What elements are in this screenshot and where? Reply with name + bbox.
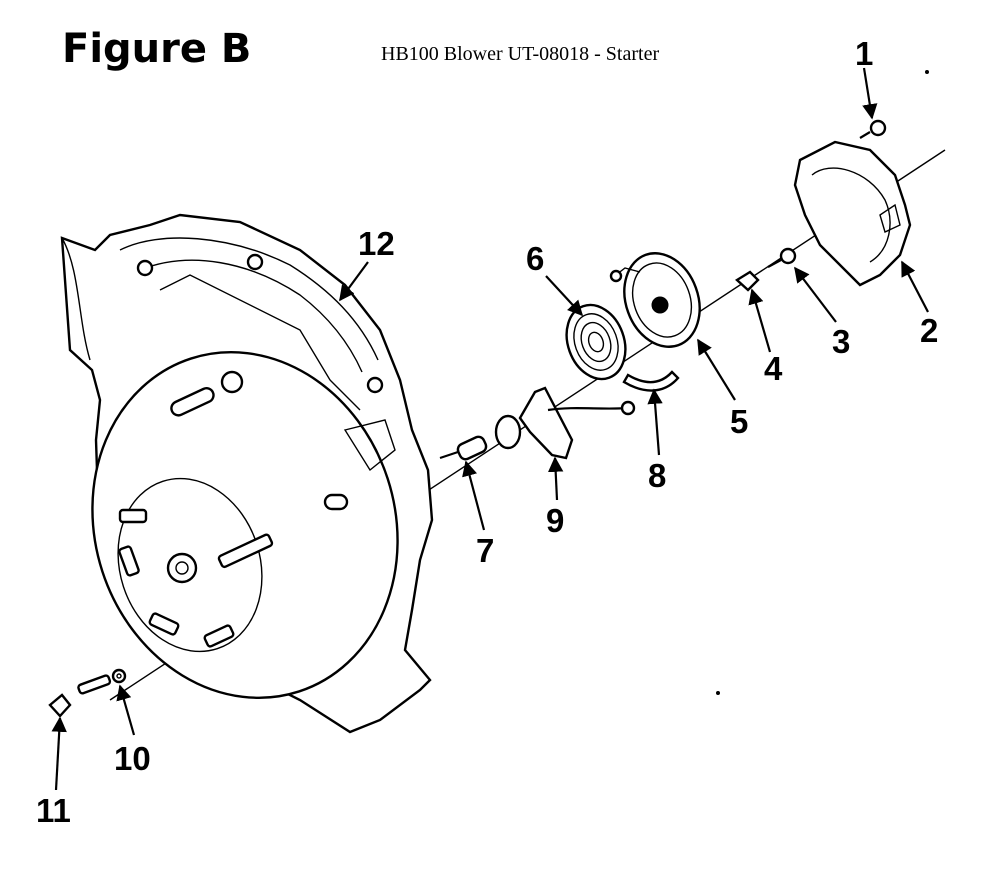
part-10-washer xyxy=(111,668,127,684)
part-1-screw xyxy=(859,119,887,139)
callout-10: 10 xyxy=(114,740,151,777)
figure-label: Figure B xyxy=(62,26,252,72)
callout-9: 9 xyxy=(546,502,564,539)
callout-6: 6 xyxy=(526,240,544,277)
diagram-title: HB100 Blower UT-08018 - Starter xyxy=(381,43,660,65)
callout-8: 8 xyxy=(648,457,666,494)
part-7-rope-guide xyxy=(439,435,488,461)
part-6-rewind-spring xyxy=(565,303,627,381)
callout-2: 2 xyxy=(920,312,938,349)
part-5-reel-pulley xyxy=(609,252,701,348)
leader-lines xyxy=(51,67,929,791)
part-2-starter-plate xyxy=(793,140,912,287)
part-11-wing-bolt xyxy=(48,674,112,718)
callout-1: 1 xyxy=(855,35,873,72)
callout-3: 3 xyxy=(832,323,850,360)
speck-mark xyxy=(716,691,720,695)
callout-12: 12 xyxy=(358,225,395,262)
part-12-blower-housing xyxy=(60,213,434,734)
callout-7: 7 xyxy=(476,532,494,569)
part-4-ratchet-pawl xyxy=(735,270,760,292)
callout-5: 5 xyxy=(730,403,748,440)
callout-4: 4 xyxy=(764,350,783,387)
part-8-ratchet xyxy=(622,370,680,392)
part-9-starter-handle xyxy=(494,386,636,460)
part-3-screw xyxy=(767,247,797,268)
callout-11: 11 xyxy=(36,792,71,829)
speck-mark xyxy=(925,70,929,74)
